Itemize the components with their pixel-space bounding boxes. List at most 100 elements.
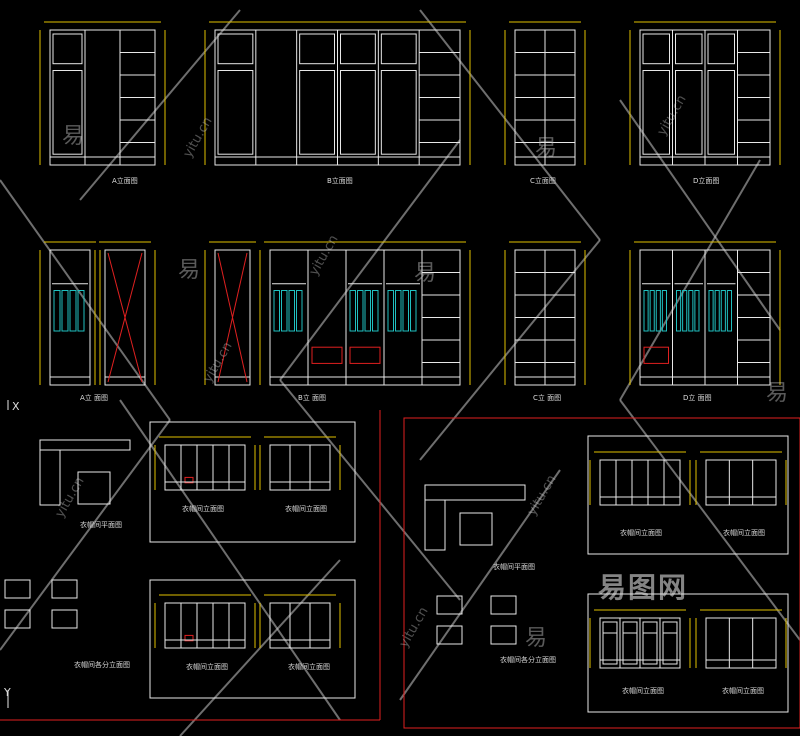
hanging-clothes (296, 290, 303, 332)
cabinet-door-panel (380, 33, 417, 65)
watermark-line (0, 419, 171, 651)
drawer-red (184, 634, 194, 642)
x-axis-label: X (12, 400, 20, 413)
cabinet-door-panel (380, 70, 417, 155)
left-elev4-label: 衣帽间立面图 (288, 663, 330, 671)
right-elev1-label: 衣帽间立面图 (620, 529, 662, 537)
cabinet-door-panel (642, 33, 670, 65)
hanging-clothes (372, 290, 379, 332)
cabinet-door-panel (642, 70, 670, 155)
hanging-clothes (682, 290, 688, 332)
detail-elevation (436, 595, 463, 615)
viewport-frame (587, 593, 789, 713)
watermark-char: 易 (535, 136, 558, 161)
hanging-clothes (69, 290, 77, 332)
elevation-label-b: B立面图 (327, 177, 353, 185)
y-axis-label: Y (4, 686, 11, 699)
left-details-label: 衣帽间各分立面图 (74, 661, 130, 669)
mini-elevation (164, 444, 246, 491)
watermark-line (419, 9, 601, 241)
hanging-clothes (273, 290, 280, 332)
watermark-line (619, 99, 781, 331)
watermark-line (119, 399, 341, 721)
hanging-clothes (410, 290, 417, 332)
hanging-clothes (655, 290, 661, 332)
elevation-label-c: C立面图 (530, 177, 556, 185)
watermark-line (399, 469, 561, 701)
watermark-char: 易 (525, 626, 548, 651)
drawer-red (643, 346, 669, 364)
elevation-label-a2: A立 面图 (80, 394, 109, 402)
cabinet-door-panel (52, 70, 83, 155)
left-elev3-label: 衣帽间立面图 (186, 663, 228, 671)
cabinet-door-panel (622, 621, 638, 634)
watermark-line (619, 399, 800, 641)
cabinet-door-panel (642, 632, 658, 665)
elevation-a2-end (104, 249, 146, 386)
cabinet-door-panel (217, 33, 254, 65)
detail-elevation (4, 609, 31, 629)
cabinet-door-panel (299, 33, 335, 65)
watermark-logo: 易图网 (598, 571, 689, 604)
right-elev3-label: 衣帽间立面图 (622, 687, 664, 695)
cabinet-door-panel (602, 621, 618, 634)
cabinet-door-panel (340, 33, 376, 65)
elevation-label-a: A立面图 (112, 177, 138, 185)
cabinet-door-panel (707, 33, 735, 65)
hanging-clothes (357, 290, 364, 332)
hanging-clothes (694, 290, 700, 332)
hanging-clothes (61, 290, 69, 332)
elevation-b2-end (214, 249, 251, 386)
sheet-border-right (403, 417, 800, 729)
hanging-clothes (53, 290, 61, 332)
cabinet-door-panel (707, 70, 735, 155)
plan-island (459, 512, 493, 546)
watermark-line (619, 159, 761, 401)
viewport-frame (149, 579, 356, 699)
detail-elevation (4, 579, 31, 599)
right-elev4-label: 衣帽间立面图 (722, 687, 764, 695)
cabinet-door-panel (340, 70, 376, 155)
cross-line (217, 252, 248, 383)
hanging-clothes (643, 290, 649, 332)
cross-line (107, 252, 143, 383)
watermark-char: 易 (178, 258, 201, 283)
elevation-a2 (49, 249, 91, 386)
plan-wall (39, 439, 131, 451)
hanging-clothes (720, 290, 726, 332)
viewport-frame (587, 435, 789, 555)
cabinet-door-panel (662, 621, 678, 634)
right-details-label: 衣帽间各分立面图 (500, 656, 556, 664)
hanging-clothes (387, 290, 394, 332)
plan-wall (424, 499, 446, 551)
watermark-char: 易 (766, 381, 789, 406)
cabinet-door-panel (675, 70, 703, 155)
detail-elevation (51, 609, 78, 629)
cabinet-door-panel (299, 70, 335, 155)
cabinet-door-panel (662, 632, 678, 665)
hanging-clothes (281, 290, 288, 332)
elevation-label-d: D立面图 (693, 177, 720, 185)
watermark-char: 易 (414, 261, 437, 286)
hanging-clothes (288, 290, 295, 332)
left-elev2-label: 衣帽间立面图 (285, 505, 327, 513)
mini-elevation (705, 617, 777, 669)
left-plan-label: 衣帽间平面图 (80, 521, 122, 529)
watermark-line (419, 239, 601, 461)
elevation-label-d2: D立 面图 (683, 394, 712, 402)
cabinet-door-panel (675, 33, 703, 65)
hanging-clothes (649, 290, 655, 332)
detail-elevation (490, 595, 517, 615)
elevation-label-b2: B立 面图 (298, 394, 327, 402)
drawer-red (311, 346, 343, 364)
hanging-clothes (708, 290, 714, 332)
drawer-red (349, 346, 381, 364)
plan-island (77, 471, 111, 505)
elevation-label-c2: C立 面图 (533, 394, 562, 402)
left-elev1-label: 衣帽间立面图 (182, 505, 224, 513)
hanging-clothes (726, 290, 732, 332)
mini-elevation (705, 459, 777, 506)
mini-elevation (164, 602, 246, 649)
hanging-clothes (402, 290, 409, 332)
